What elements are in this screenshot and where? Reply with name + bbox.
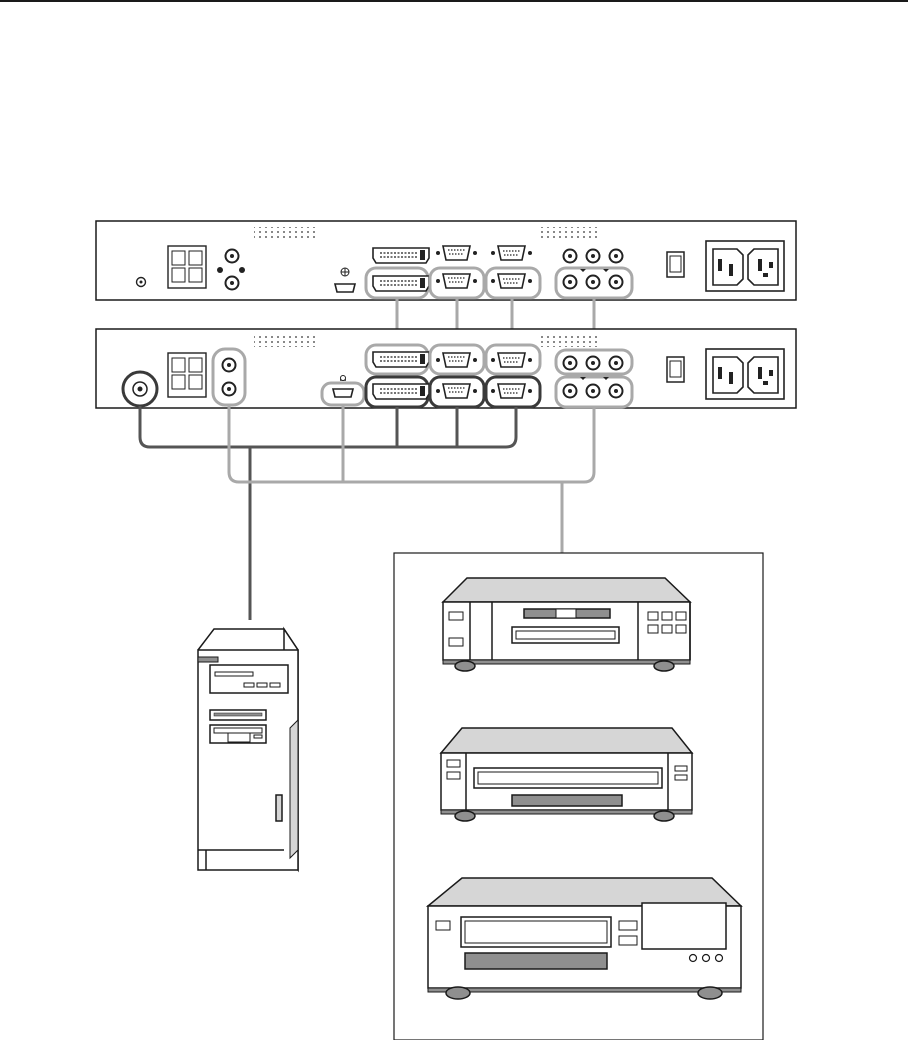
coax-bnc-port-icon bbox=[123, 372, 157, 406]
vcr-icon bbox=[441, 728, 692, 821]
pc-tower-icon bbox=[198, 629, 298, 870]
upper-unit-vent bbox=[254, 227, 318, 240]
lower-unit-vent-right bbox=[538, 334, 598, 347]
speaker-terminal-icon bbox=[168, 246, 206, 288]
speaker-terminal-icon bbox=[168, 353, 206, 397]
lower-unit-back-panel bbox=[96, 329, 796, 408]
ac-power-inlet-icon bbox=[706, 241, 784, 291]
dvi-port-top-icon bbox=[373, 248, 429, 263]
ac-power-inlet-icon bbox=[706, 349, 784, 399]
power-switch-icon bbox=[667, 357, 684, 382]
upper-unit-back-panel bbox=[96, 221, 796, 300]
power-switch-icon bbox=[667, 252, 684, 277]
lower-unit-vent bbox=[254, 334, 318, 347]
av-receiver-icon bbox=[428, 878, 741, 999]
upper-unit-vent-right bbox=[538, 227, 598, 240]
av-cable-harness bbox=[229, 405, 594, 553]
dvd-player-icon bbox=[443, 578, 690, 671]
